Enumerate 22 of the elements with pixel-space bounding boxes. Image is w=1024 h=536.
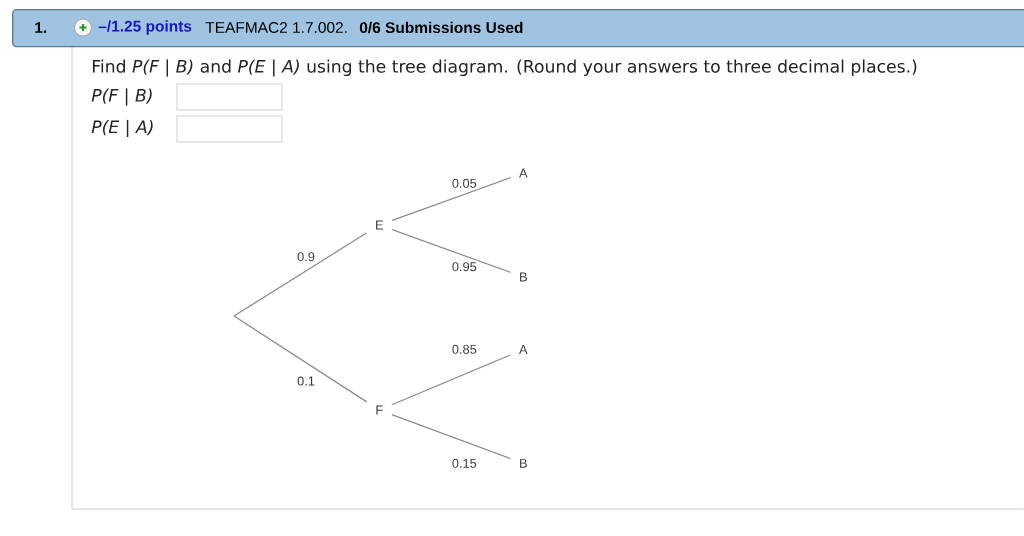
question-code: TEAFMAC2 1.7.002. [205, 22, 347, 33]
branch-line [391, 414, 511, 460]
outcome-label: B [520, 272, 527, 282]
outcome-label: A [519, 345, 528, 354]
outcome-label: F [376, 405, 383, 415]
branch-line [391, 177, 511, 221]
edge-label: 0.1 [295, 375, 317, 387]
branch-line [391, 354, 511, 406]
branch-line [233, 232, 367, 317]
edge-label: 0.15 [450, 457, 479, 470]
branch-line [391, 229, 511, 273]
submissions-text: 0/6 Submissions Used [359, 21, 523, 34]
answer-label: P(E | A) [91, 119, 153, 138]
outcome-label: A [519, 168, 528, 178]
outcome-label: E [376, 220, 384, 230]
answer-label: P(F | B) [91, 88, 152, 106]
edge-label: 0.85 [450, 343, 479, 356]
question-number: 1. [35, 22, 47, 33]
points-text: –/1.25 points [98, 20, 192, 35]
branch-line [233, 315, 368, 403]
edge-label: 0.05 [450, 177, 479, 190]
outcome-label: B [520, 458, 527, 468]
